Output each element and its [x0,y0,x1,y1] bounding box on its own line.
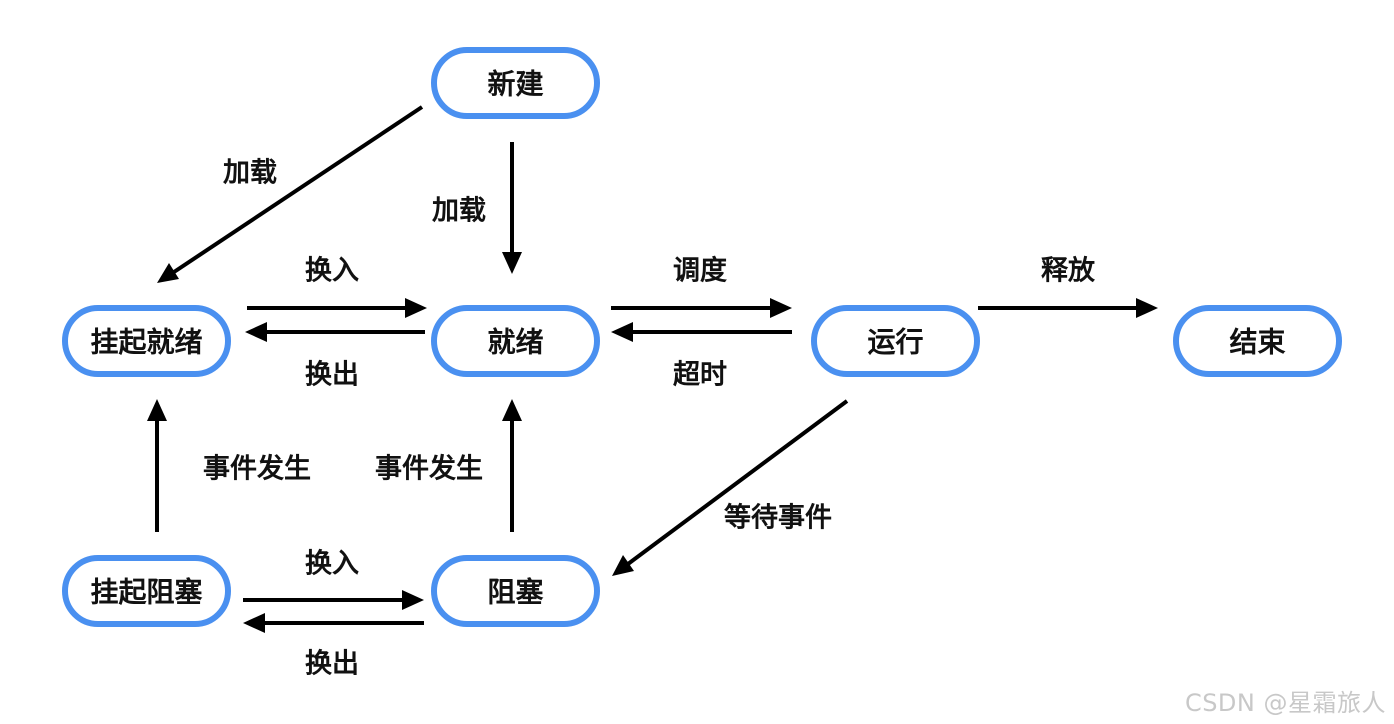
node-ready: 就绪 [431,305,600,377]
edge-label-timeout: 超时 [673,360,727,391]
edge-label-load-left: 加载 [223,158,277,189]
edge-running-to-ready [611,322,792,342]
node-running-label: 运行 [867,326,923,359]
edge-ready-to-running [611,298,792,318]
node-terminated: 结束 [1173,305,1342,377]
edge-suspended-blocked-to-blocked [243,590,424,610]
edge-label-wait-event: 等待事件 [724,502,832,534]
edge-label-swap-out-bottom: 换出 [305,649,359,680]
node-blocked-label: 阻塞 [487,576,543,609]
node-running: 运行 [811,305,980,377]
edge-running-to-terminated [978,298,1158,318]
node-suspended-ready: 挂起就绪 [62,305,231,377]
node-suspended-blocked: 挂起阻塞 [62,555,231,627]
edge-label-release: 释放 [1041,255,1096,287]
edge-blocked-to-ready [502,399,522,532]
edge-suspended-ready-to-ready [247,298,427,318]
edge-label-schedule: 调度 [673,255,727,287]
edge-suspended-blocked-to-suspended-ready [147,399,167,532]
edge-label-load-center: 加载 [432,196,486,227]
edge-new-to-suspended-ready [157,105,424,283]
edge-ready-to-suspended-ready [245,322,425,342]
edge-label-event-right: 事件发生 [375,453,483,485]
edge-label-swap-in-top: 换入 [305,256,359,287]
edge-label-swap-out-top: 换出 [305,360,359,391]
node-ready-label: 就绪 [487,326,543,359]
node-new: 新建 [431,47,600,119]
node-blocked: 阻塞 [431,555,600,627]
watermark: CSDN @星霜旅人 [1184,689,1386,717]
node-new-label: 新建 [487,68,543,101]
node-suspended-ready-label: 挂起就绪 [90,326,202,359]
edge-running-to-blocked [612,399,849,576]
edge-new-to-ready [502,142,522,274]
edge-label-swap-in-bottom: 换入 [305,549,359,580]
edge-label-event-left: 事件发生 [203,453,311,485]
node-terminated-label: 结束 [1229,326,1285,359]
node-suspended-blocked-label: 挂起阻塞 [90,576,202,609]
edge-blocked-to-suspended-blocked [243,613,424,633]
